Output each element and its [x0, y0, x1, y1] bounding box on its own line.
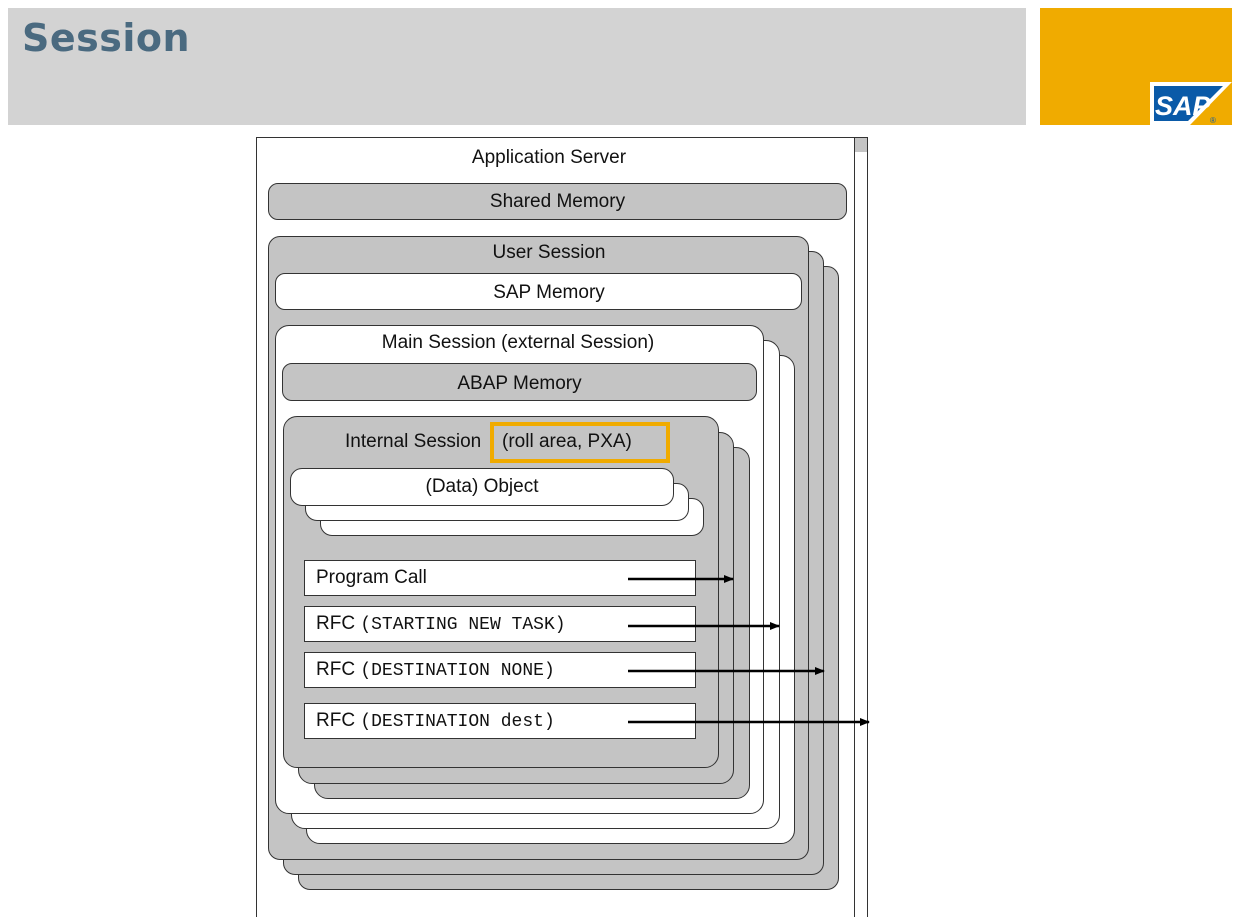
- shared-memory-box: [268, 183, 847, 220]
- main-session-label: Main Session (external Session): [381, 332, 655, 353]
- user-session-label: User Session: [492, 242, 606, 263]
- sap-memory-label: SAP Memory: [493, 282, 605, 303]
- rfc-starting-new-task-box: RFC (STARTING NEW TASK): [304, 606, 696, 642]
- page-title: Session: [22, 16, 191, 60]
- rfc-starting-new-task-label: (STARTING NEW TASK): [360, 615, 566, 635]
- application-server-label: Application Server: [471, 147, 627, 168]
- roll-area-highlight: [490, 422, 670, 463]
- shared-memory-label: Shared Memory: [489, 191, 626, 212]
- header-bar: Session: [8, 8, 1026, 125]
- rfc-destination-none-box: RFC (DESTINATION NONE): [304, 652, 696, 688]
- rfc-destination-dest-label: (DESTINATION dest): [360, 712, 555, 732]
- internal-session-label: Internal Session: [345, 431, 482, 452]
- application-server-stripe: [855, 138, 867, 152]
- rfc-prefix: RFC: [316, 613, 361, 634]
- rfc-prefix: RFC: [316, 710, 361, 731]
- data-object-label: (Data) Object: [425, 476, 539, 497]
- sap-memory-box: [275, 273, 802, 310]
- abap-memory-label: ABAP Memory: [457, 373, 582, 394]
- abap-memory-box: [282, 363, 757, 401]
- rfc-destination-none-label: (DESTINATION NONE): [360, 661, 555, 681]
- program-call-label: Program Call: [316, 567, 427, 588]
- sap-logo-text: SAP: [1155, 91, 1212, 121]
- data-object-box: [290, 468, 674, 506]
- svg-text:®: ®: [1210, 116, 1216, 125]
- sap-logo: SAP ®: [1150, 82, 1232, 125]
- roll-area-label: (roll area, PXA): [502, 431, 632, 452]
- rfc-prefix: RFC: [316, 659, 361, 680]
